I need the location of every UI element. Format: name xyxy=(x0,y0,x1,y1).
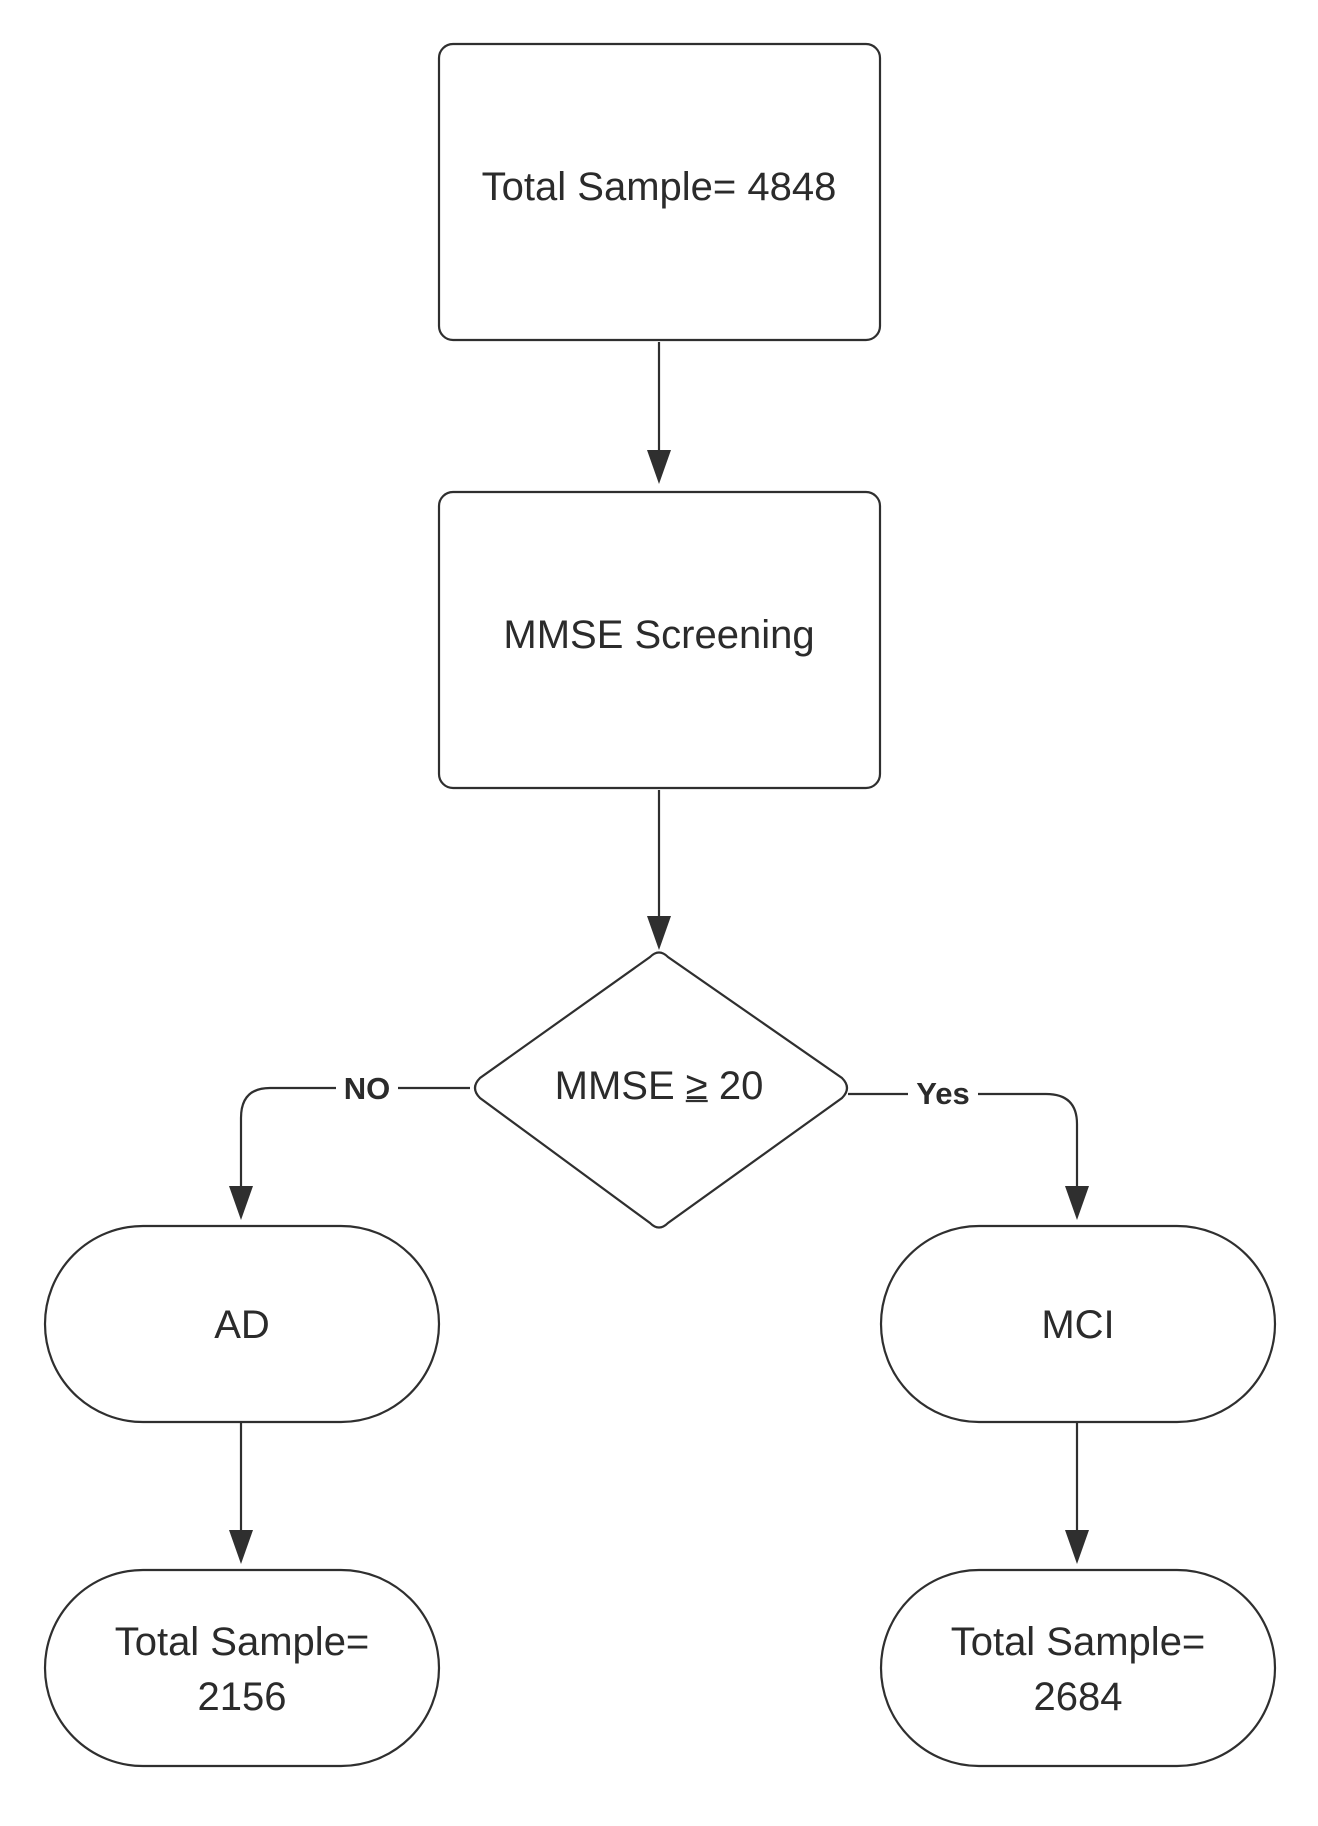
edge-label-no: NO xyxy=(344,1071,391,1106)
ge-operator: ≥ xyxy=(686,1064,708,1108)
arrowhead-decision xyxy=(647,916,671,950)
node-total-sample-label: Total Sample= 4848 xyxy=(482,165,837,209)
node-mci xyxy=(879,1224,1277,1424)
node-ad-label: AD xyxy=(214,1303,270,1347)
edges xyxy=(229,342,1089,1564)
node-mci-label: MCI xyxy=(1041,1303,1114,1347)
node-decision-diamond xyxy=(473,951,849,1229)
edge-decision-to-mci xyxy=(848,1092,1079,1192)
arrowhead-mci xyxy=(1065,1186,1089,1220)
arrowhead-mci-total xyxy=(1065,1530,1089,1564)
node-mmse-screening-label: MMSE Screening xyxy=(503,613,814,657)
arrowhead-ad xyxy=(229,1186,253,1220)
node-mci-total-line2: 2684 xyxy=(1034,1675,1123,1719)
nodes: Total Sample= 4848 MMSE Screening MMSE ≥… xyxy=(43,42,1277,1768)
node-ad-total-line2: 2156 xyxy=(198,1675,287,1719)
edge-labels: NO Yes xyxy=(336,1068,978,1112)
arrowhead-screening xyxy=(647,450,671,484)
node-ad-total-sample xyxy=(43,1568,441,1768)
node-decision-label: MMSE ≥ 20 xyxy=(555,1064,764,1108)
node-ad xyxy=(43,1224,441,1424)
edge-label-yes: Yes xyxy=(916,1076,969,1111)
edge-decision-to-ad xyxy=(239,1086,470,1192)
node-total-sample xyxy=(437,42,882,342)
node-mmse-screening xyxy=(437,490,882,790)
node-mci-total-line1: Total Sample= xyxy=(951,1620,1206,1664)
node-ad-total-line1: Total Sample= xyxy=(115,1620,370,1664)
node-mci-total-sample xyxy=(879,1568,1277,1768)
arrowhead-ad-total xyxy=(229,1530,253,1564)
